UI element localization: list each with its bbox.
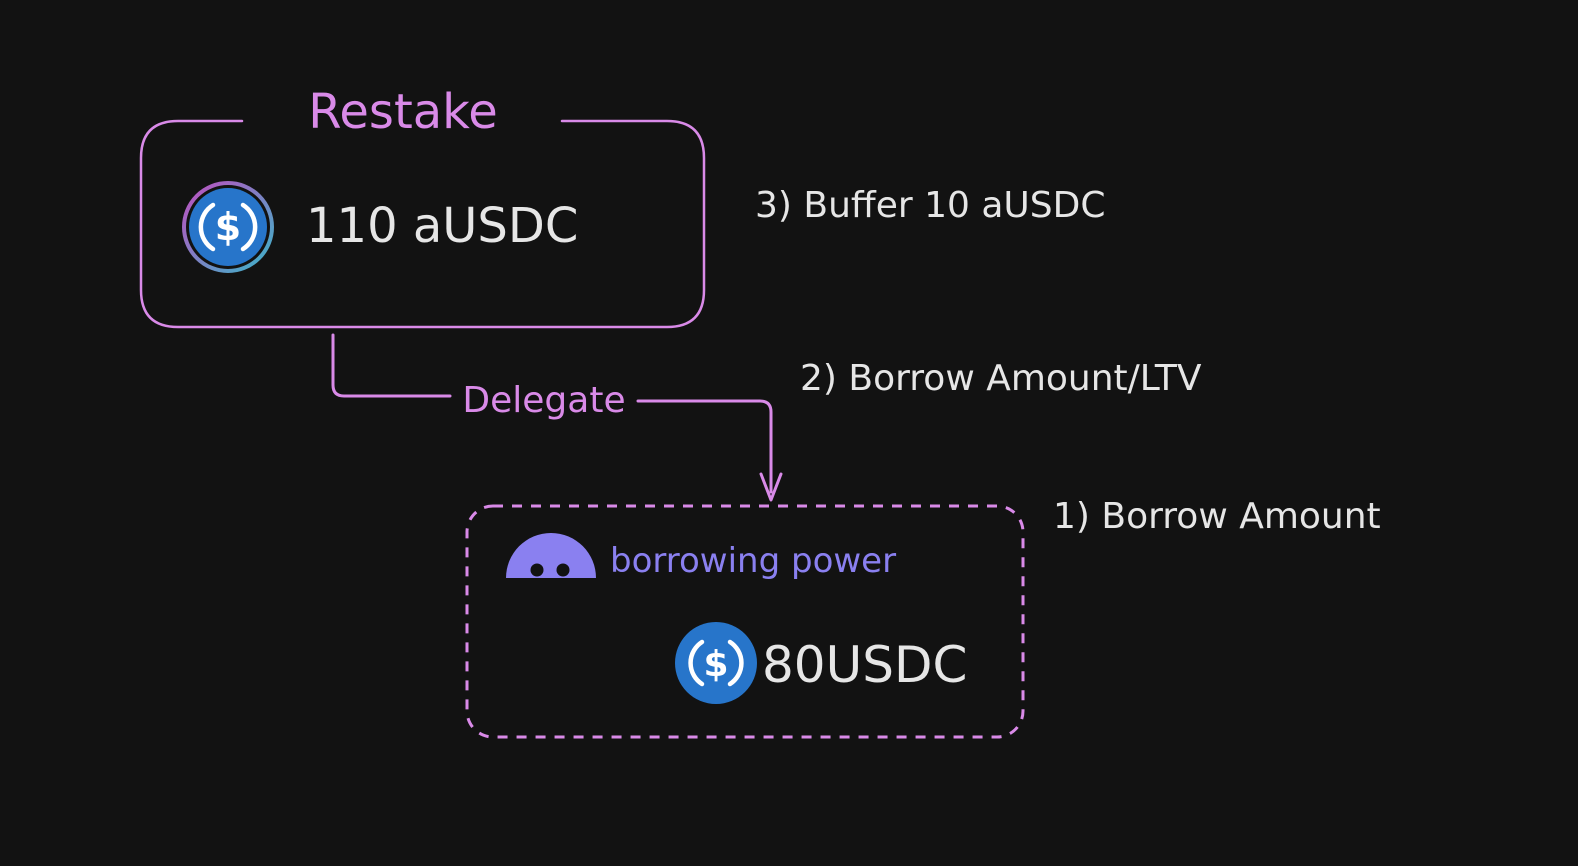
delegate-connector-end	[636, 399, 773, 494]
usdc-coin-icon: $	[675, 622, 757, 704]
delegate-connector-start	[331, 333, 452, 398]
note-buffer: 3) Buffer 10 aUSDC	[755, 185, 1105, 226]
note-borrow-amount: 1) Borrow Amount	[1053, 496, 1381, 537]
svg-text:$: $	[703, 644, 728, 685]
restake-title: Restake	[308, 84, 498, 140]
borrowing-power-logo-icon	[506, 533, 596, 578]
borrowing-power-title: borrowing power	[610, 541, 896, 581]
borrowing-amount: 80USDC	[762, 636, 967, 694]
arrow-head-icon	[759, 472, 783, 502]
borrowing-power-box	[465, 504, 1025, 739]
note-borrow-ltv: 2) Borrow Amount/LTV	[800, 358, 1202, 399]
restake-box	[139, 119, 706, 329]
ausdc-coin-icon: $	[182, 181, 274, 273]
restake-amount: 110 aUSDC	[306, 198, 578, 254]
svg-text:$: $	[215, 205, 241, 249]
delegate-label: Delegate	[462, 380, 625, 421]
